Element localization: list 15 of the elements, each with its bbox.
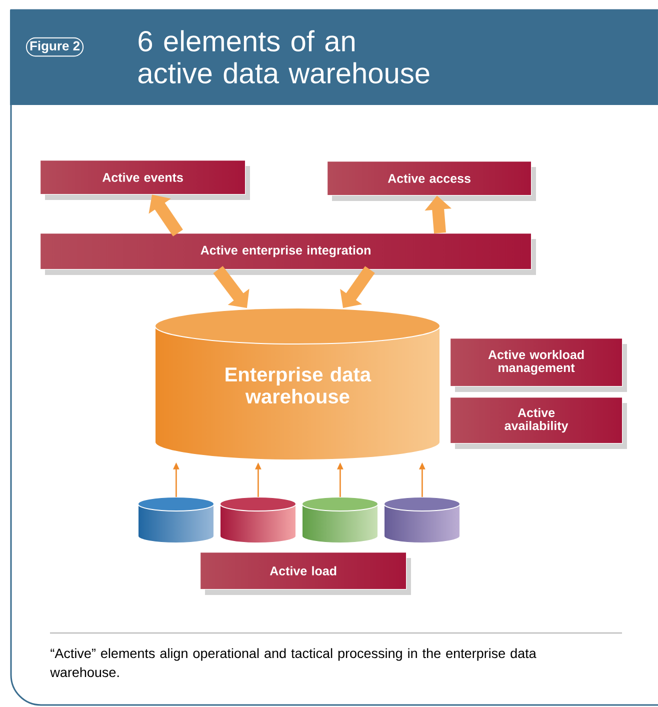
cylinder (220, 496, 296, 544)
label-box: Active availability (450, 397, 623, 444)
cylinder (138, 496, 214, 544)
label-box: Active load (200, 552, 407, 590)
label-box: Active enterprise integration (40, 233, 532, 270)
arrow (213, 266, 250, 308)
label-box: Active events (40, 160, 246, 195)
figure-badge: Figure 2 (26, 37, 84, 57)
label-box: Active workload management (450, 338, 623, 387)
cylinder (384, 496, 460, 544)
cylinder: Enterprise data warehouse (154, 308, 440, 460)
title: 6 elements of an active data warehouse (138, 30, 430, 84)
label-box: Active access (327, 161, 532, 196)
caption: “Active” elements align operational and tactical processing in the enterprise data warehouse. (50, 648, 536, 678)
cylinder (302, 496, 378, 544)
